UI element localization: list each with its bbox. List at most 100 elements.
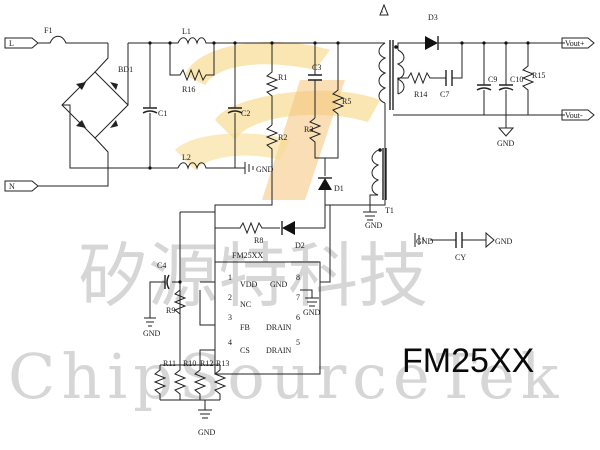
diode-d2: D2 [281, 205, 326, 250]
svg-text:C9: C9 [488, 75, 497, 84]
svg-text:FB: FB [240, 323, 250, 332]
pin-drain-wire [320, 205, 331, 283]
controller-ic: FM25XX 1 VDD 2 NC 3 FB 4 CS 8 GND 7 6 DR… [214, 251, 321, 375]
input-terminal-n: N [4, 180, 39, 192]
svg-text:5: 5 [296, 338, 300, 347]
svg-text:R10: R10 [183, 359, 196, 368]
svg-text:R16: R16 [182, 85, 195, 94]
svg-text:GND: GND [497, 139, 515, 148]
svg-text:D2: D2 [295, 241, 305, 250]
resistor-r11: R11 [153, 359, 176, 400]
svg-text:GND: GND [256, 165, 274, 174]
svg-text:GND: GND [495, 237, 513, 246]
svg-text:R3: R3 [304, 125, 313, 134]
watermark-chinese: 矽源特科技 [78, 235, 428, 317]
svg-text:R13: R13 [216, 359, 229, 368]
svg-text:C7: C7 [440, 90, 449, 99]
resistor-r15: R15 [521, 41, 545, 115]
svg-text:2: 2 [228, 293, 232, 302]
secondary-ground: GND [497, 115, 515, 148]
svg-text:1: 1 [228, 273, 232, 282]
capacitor-c1: C1 [142, 41, 167, 170]
resistor-r1: R1 [265, 41, 287, 125]
svg-text:C1: C1 [158, 109, 167, 118]
svg-text:D1: D1 [334, 184, 344, 193]
terminal-n-label: N [9, 182, 15, 191]
svg-text:Vout+: Vout+ [565, 39, 585, 48]
svg-text:GND: GND [270, 280, 288, 289]
svg-text:T1: T1 [385, 206, 394, 215]
output-terminal-vout-neg: Vout- [561, 109, 595, 121]
svg-text:R1: R1 [278, 73, 287, 82]
svg-text:C3: C3 [312, 63, 321, 72]
logo-watermark [175, 42, 380, 200]
resistor-r12: R12 [193, 359, 213, 400]
diode-d3: D3 [397, 13, 565, 50]
diode-d1: D1 [318, 158, 360, 206]
svg-text:GND: GND [416, 237, 434, 246]
svg-text:R14: R14 [414, 90, 427, 99]
cs-ground: GND [198, 409, 216, 437]
resistor-r9: R9 [166, 289, 187, 330]
svg-text:R9: R9 [166, 306, 175, 315]
vdd-rail [179, 211, 216, 365]
capacitor-cy: GND GND CY [414, 231, 513, 262]
svg-text:·: · [381, 8, 384, 17]
resistor-r8: R8 [215, 221, 280, 245]
svg-text:BD1: BD1 [118, 65, 133, 74]
startup-wire [214, 178, 273, 212]
input-terminal-l: L [4, 37, 39, 49]
inductor-l2: L2 [177, 153, 245, 170]
cs-bottom-rail [160, 399, 220, 410]
capacitor-c7: C7 [440, 41, 464, 99]
pin-fb-wire [199, 290, 215, 326]
watermark-english: ChipSourceTek [8, 340, 564, 413]
svg-text:NC: NC [240, 300, 251, 309]
svg-text:VDD: VDD [240, 280, 258, 289]
primary-ground: GND [244, 162, 274, 174]
chip-title: FM25XX [402, 342, 534, 380]
transformer-t1: · T1 [360, 3, 405, 215]
svg-text:R5: R5 [342, 97, 351, 106]
svg-text:GND: GND [303, 308, 321, 317]
svg-text:GND: GND [365, 221, 383, 230]
fuse-f1: F1 [38, 26, 108, 44]
svg-text:8: 8 [296, 273, 300, 282]
capacitor-c4: C4 GND [143, 261, 182, 338]
svg-text:GND: GND [198, 428, 216, 437]
pin-cs-wire [199, 349, 215, 365]
output-terminal-vout-pos: Vout+ [561, 37, 595, 49]
bridge-rectifier-bd1: BD1 [61, 43, 133, 186]
svg-text:F1: F1 [44, 26, 52, 35]
resistor-r14: R14 [397, 71, 440, 99]
resistor-r13: R13 [213, 359, 229, 400]
svg-text:R12: R12 [200, 359, 213, 368]
svg-text:D3: D3 [428, 13, 438, 22]
svg-text:C10: C10 [510, 75, 523, 84]
ic-name: FM25XX [232, 251, 263, 260]
resistor-r2: R2 [265, 124, 287, 178]
svg-text:L2: L2 [182, 153, 191, 162]
svg-text:R8: R8 [254, 236, 263, 245]
svg-text:R2: R2 [278, 133, 287, 142]
svg-text:R15: R15 [532, 71, 545, 80]
svg-text:DRAIN: DRAIN [266, 346, 292, 355]
capacitor-c10: C10 [498, 41, 523, 115]
capacitor-c2: C2 [227, 41, 250, 168]
snubber-network: C3 R3 R5 [304, 41, 351, 159]
svg-text:GND: GND [143, 329, 161, 338]
svg-text:CS: CS [240, 346, 250, 355]
svg-text:6: 6 [296, 313, 300, 322]
svg-text:C4: C4 [157, 261, 166, 270]
svg-text:C2: C2 [241, 109, 250, 118]
terminal-l-label: L [9, 39, 14, 48]
svg-text:DRAIN: DRAIN [266, 323, 292, 332]
svg-text:R11: R11 [163, 359, 176, 368]
resistor-r16: R16 [168, 41, 216, 94]
resistor-r10: R10 [173, 359, 196, 400]
svg-text:Vout-: Vout- [565, 111, 583, 120]
svg-text:4: 4 [228, 338, 232, 347]
aux-ground: GND [363, 194, 383, 230]
